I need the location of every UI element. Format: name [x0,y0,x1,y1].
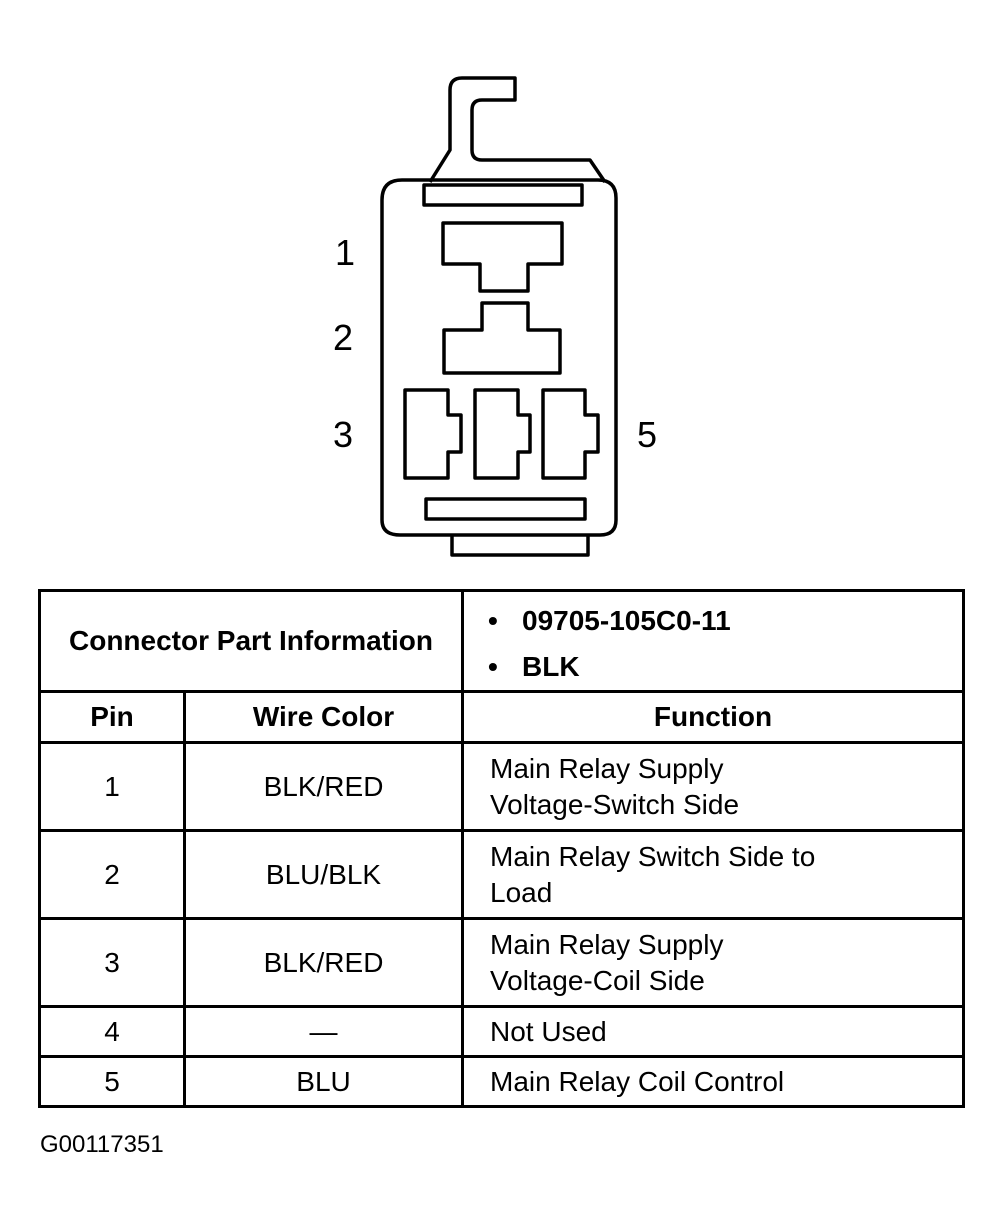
function-cell: Not Used [461,1005,966,1058]
part-info-list: 09705-105C0-11 BLK [461,589,966,693]
pin-cell: 3 [38,917,186,1008]
pin-label-2: 2 [333,317,354,358]
wire-color-cell: BLK/RED [182,917,465,1008]
pin-cell: 5 [38,1055,186,1108]
wire-color-cell: — [182,1005,465,1058]
terminal-2 [442,301,562,375]
function-cell: Main Relay Switch Side to Load [461,829,966,920]
function-cell: Main Relay Supply Voltage-Switch Side [461,741,966,832]
connector-bottom-lip [450,535,590,557]
table-row: 5 BLU Main Relay Coil Control [38,1055,966,1108]
terminal-5 [541,388,600,480]
table-row: 4 — Not Used [38,1005,966,1058]
figure-id: G00117351 [40,1131,164,1158]
table-row: 2 BLU/BLK Main Relay Switch Side to Load [38,829,966,920]
function-cell: Main Relay Supply Voltage-Coil Side [461,917,966,1008]
connector-body [380,178,618,537]
wire-color-cell: BLU [182,1055,465,1108]
pin-cell: 2 [38,829,186,920]
connector-pin-table: Connector Part Information 09705-105C0-1… [37,589,966,1108]
pin-label-1: 1 [335,232,356,273]
pin-label-5: 5 [637,414,658,455]
column-header-function: Function [461,690,966,744]
wire-color-cell: BLK/RED [182,741,465,832]
column-header-pin: Pin [38,690,186,744]
pin-label-3: 3 [333,414,354,455]
table-row: 3 BLK/RED Main Relay Supply Voltage-Coil… [38,917,966,1008]
connector-part-info-heading: Connector Part Information [37,589,465,693]
connector-color: BLK [488,644,962,690]
terminal-3 [403,388,463,480]
column-header-row: Pin Wire Color Function [38,690,966,744]
part-number: 09705-105C0-11 [488,598,962,644]
column-header-wire-color: Wire Color [182,690,465,744]
connector-diagram [380,76,618,557]
part-info-row: Connector Part Information 09705-105C0-1… [37,589,966,693]
pin-cell: 4 [38,1005,186,1058]
terminal-4 [473,388,532,480]
function-cell: Main Relay Coil Control [461,1055,966,1108]
connector-bottom-slot [424,497,587,521]
pin-cell: 1 [38,741,186,832]
connector-lock-tab [428,76,607,183]
terminal-1 [441,221,564,293]
table-row: 1 BLK/RED Main Relay Supply Voltage-Swit… [38,741,966,832]
wire-color-cell: BLU/BLK [182,829,465,920]
connector-top-slot [422,183,584,207]
